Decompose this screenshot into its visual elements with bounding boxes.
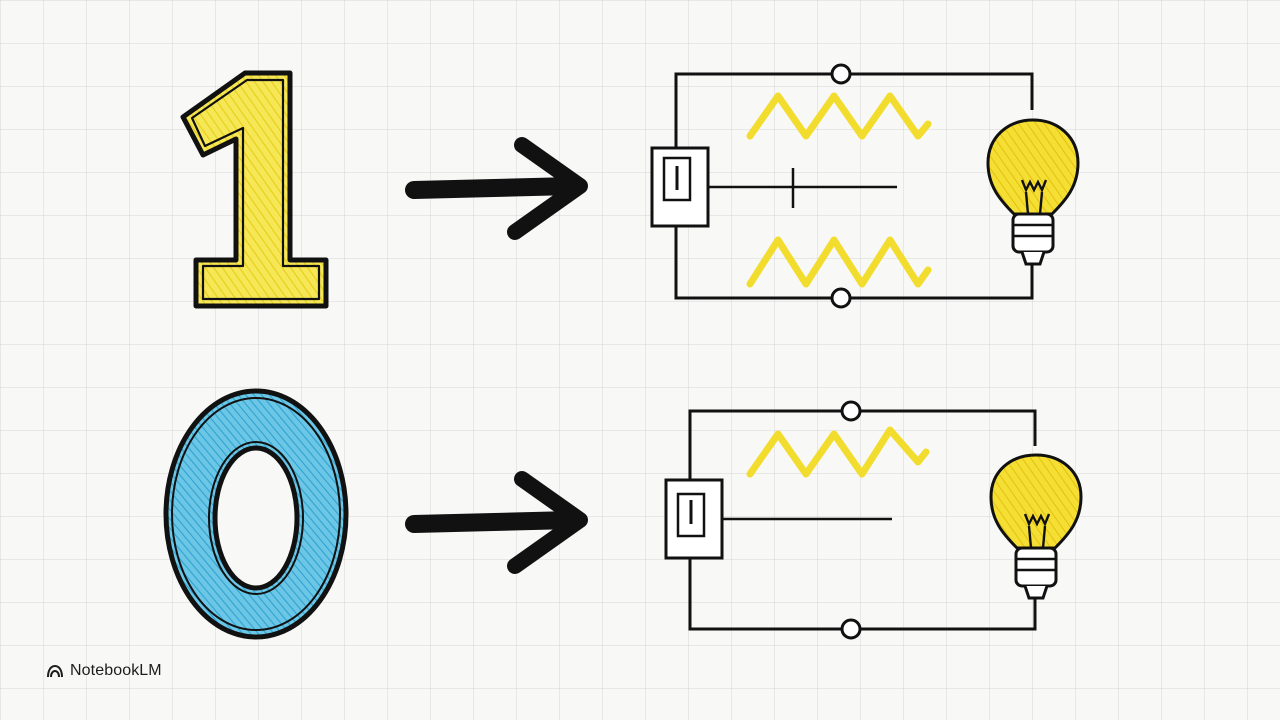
current-zigzag <box>746 92 932 140</box>
light-bulb-on-icon <box>986 118 1080 266</box>
notebooklm-brand: NotebookLM <box>46 660 162 682</box>
digit-zero <box>163 388 349 640</box>
light-switch-on-icon <box>650 146 710 228</box>
terminal-node-icon <box>840 618 862 640</box>
current-zigzag <box>746 236 932 288</box>
current-zigzag <box>746 426 930 478</box>
terminal-node-icon <box>830 287 852 309</box>
brand-name: NotebookLM <box>70 662 162 679</box>
light-switch-off-icon <box>664 478 724 560</box>
terminal-node-icon <box>830 63 852 85</box>
light-bulb-icon <box>989 453 1083 600</box>
circuit-closed <box>650 63 1080 309</box>
row-zero <box>163 388 1083 640</box>
arrow-right-icon <box>405 137 588 240</box>
circuit-open <box>664 400 1083 640</box>
row-one <box>180 63 1080 309</box>
digit-one <box>180 70 329 309</box>
terminal-node-icon <box>840 400 862 422</box>
notebooklm-logo-icon <box>47 664 63 678</box>
arrow-right-icon <box>405 471 588 574</box>
